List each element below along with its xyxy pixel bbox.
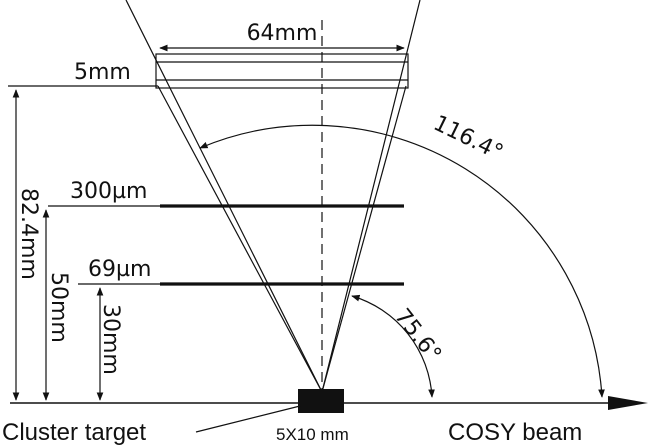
dimension-lower-label: 30mm — [98, 304, 123, 375]
angle-arc-outer — [199, 124, 605, 398]
inner-left-line — [157, 85, 323, 393]
inner-right-line — [321, 85, 407, 393]
angle-arc-inner — [351, 294, 435, 398]
thickness-label: 5mm — [74, 60, 131, 85]
layer-lower-label: 69µm — [88, 257, 151, 282]
cone-left-line — [125, 0, 323, 393]
angle-outer-label: 116.4° — [429, 111, 506, 166]
beam-arrowhead — [608, 396, 648, 410]
target-leader — [195, 405, 301, 433]
layer-upper-label: 300µm — [70, 179, 147, 204]
dimension-upper-label: 50mm — [46, 272, 71, 343]
angle-inner-label: 75.6° — [389, 304, 446, 367]
top-detector-plate — [155, 53, 409, 89]
width-label: 64mm — [247, 21, 318, 46]
dimension-total-label: 82.4mm — [16, 188, 41, 280]
target-label: Cluster target — [2, 419, 146, 445]
target-size-label: 5X10 mm — [276, 425, 349, 444]
cluster-target-block — [298, 389, 344, 413]
beam-label: COSY beam — [448, 419, 582, 445]
